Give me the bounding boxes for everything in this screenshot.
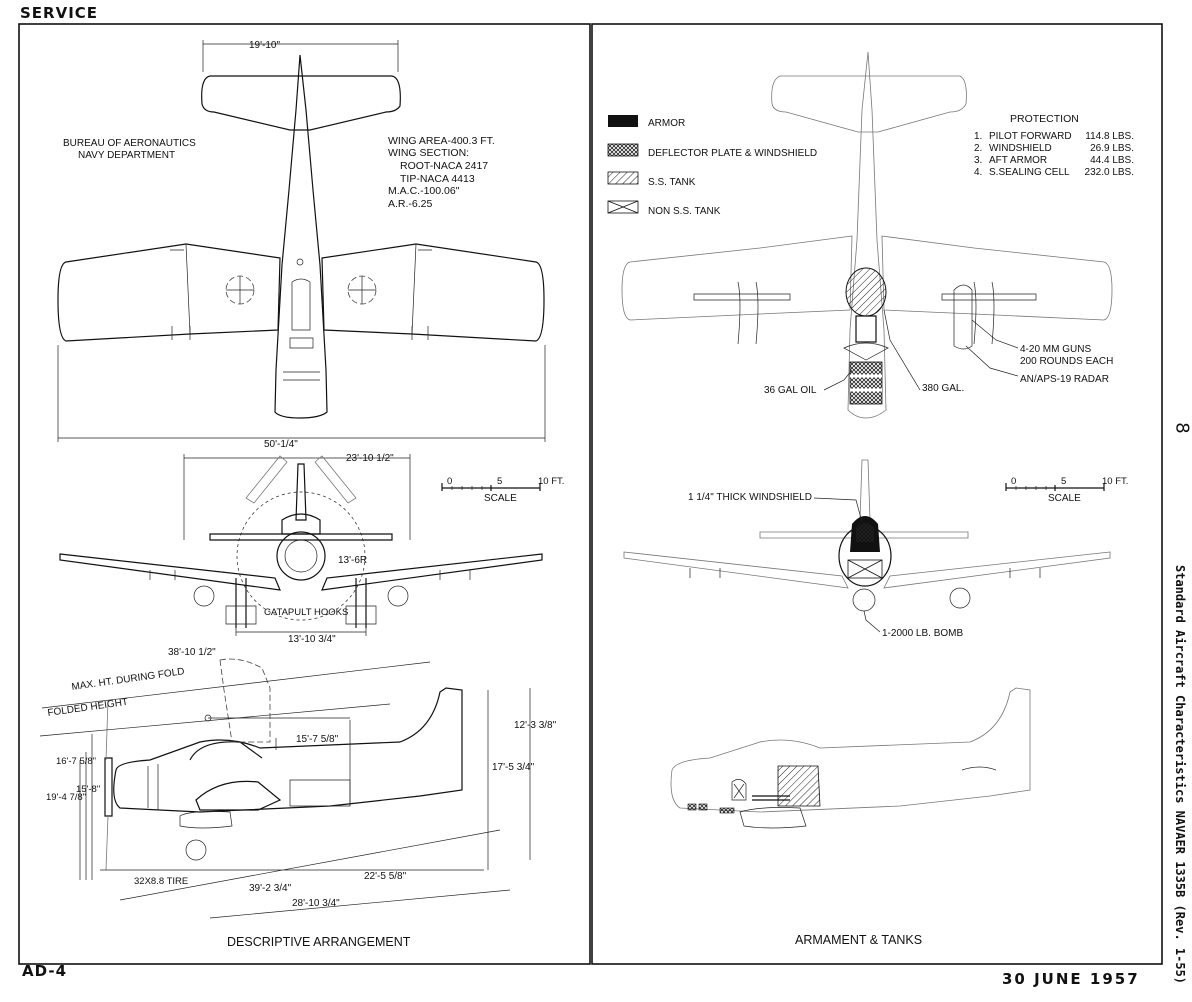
max-height-fold-label: MAX. HT. DURING FOLD [71, 666, 185, 693]
legend-label-armor: ARMOR [648, 118, 685, 129]
left-side-view [39, 658, 531, 919]
protection-table: PROTECTION 1. PILOT FORWARD 114.8 LBS. 2… [974, 113, 1134, 178]
left-top-view [57, 40, 546, 442]
tread-dim: 13'-10 3/4" [288, 634, 336, 645]
right-side-view [670, 687, 1031, 829]
right-front-view [623, 459, 1111, 633]
right-panel-title: ARMAMENT & TANKS [795, 933, 922, 947]
windshield-callout: 1 1/4" THICK WINDSHIELD [688, 492, 812, 503]
tail-span-dim: 19'-10" [249, 40, 280, 51]
service-header: SERVICE [20, 4, 99, 22]
protection-num-1: 1. [974, 131, 982, 142]
bureau-line-1: BUREAU OF AERONAUTICS [63, 138, 196, 149]
legend-label-ss-tank: S.S. TANK [648, 177, 696, 188]
protection-item-3: AFT ARMOR [989, 155, 1047, 166]
folded-height-label: FOLDED HEIGHT [47, 697, 129, 719]
protection-title: PROTECTION [1010, 113, 1079, 125]
wing-area: WING AREA-400.3 FT. [388, 135, 495, 147]
height-dim-6: 12'-3 3/8" [514, 720, 557, 731]
oil-callout: 36 GAL OIL [764, 385, 817, 396]
protection-weight-2: 26.9 LBS. [1090, 143, 1134, 154]
wing-mac: M.A.C.-100.06" [388, 185, 460, 197]
side-reference-label: Standard Aircraft Characteristics NAVAER… [1173, 565, 1187, 985]
length-dim-3: 22'-5 5/8" [364, 871, 407, 882]
length-dim-4: 28'-10 3/4" [292, 898, 340, 909]
wing-tip: TIP-NACA 4413 [400, 173, 475, 185]
bureau-line-2: NAVY DEPARTMENT [78, 150, 175, 161]
length-dim: 38'-10 1/2" [168, 647, 216, 658]
left-scale [441, 483, 541, 491]
height-dim-5: 17'-5 3/4" [492, 762, 535, 773]
span-dim: 50'-1/4" [264, 439, 298, 450]
right-scale [1005, 483, 1105, 491]
right-scale-tick-5: 5 [1061, 476, 1066, 487]
protection-num-4: 4. [974, 167, 982, 178]
left-panel-border [18, 23, 591, 965]
side-label-area: Standard Aircraft Characteristics NAVAER… [1165, 565, 1192, 985]
protection-num-3: 3. [974, 155, 982, 166]
fuel-callout: 380 GAL. [922, 383, 964, 394]
wing-ar: A.R.-6.25 [388, 198, 433, 210]
protection-item-2: WINDSHIELD [989, 143, 1052, 154]
right-top-view [621, 51, 1113, 419]
rounds-callout: 200 ROUNDS EACH [1020, 356, 1113, 367]
protection-num-2: 2. [974, 143, 982, 154]
wing-specs: WING AREA-400.3 FT. WING SECTION: ROOT-N… [388, 135, 495, 210]
tire-label: 32X8.8 TIRE [134, 876, 188, 887]
height-dim-4: 15'-8" [76, 784, 100, 795]
guns-callout: 4-20 MM GUNS [1020, 344, 1091, 355]
length-dim-2: 39'-2 3/4" [249, 883, 292, 894]
fold-height-dim: 15'-7 5/8" [296, 734, 339, 745]
folded-span-dim: 23'-10 1/2" [346, 453, 394, 464]
radar-callout: AN/APS-19 RADAR [1020, 374, 1109, 385]
protection-weight-1: 114.8 LBS. [1085, 131, 1134, 142]
protection-item-1: PILOT FORWARD [989, 131, 1072, 142]
legend-swatch-non-ss-tank [607, 200, 639, 214]
right-scale-tick-0: 0 [1011, 476, 1016, 487]
wing-root: ROOT-NACA 2417 [400, 160, 488, 172]
right-scale-tick-10: 10 FT. [1102, 476, 1128, 487]
model-label: AD-4 [22, 962, 68, 980]
legend-label-deflector: DEFLECTOR PLATE & WINDSHIELD [648, 148, 817, 159]
protection-weight-4: 232.0 LBS. [1085, 167, 1134, 178]
prop-radius-dim: 13'-6R [338, 555, 367, 566]
protection-weight-3: 44.4 LBS. [1090, 155, 1134, 166]
catapult-hooks-label: CATAPULT HOOKS [264, 607, 348, 618]
left-front-view [59, 454, 543, 636]
legend-swatch-ss-tank [607, 171, 639, 185]
left-scale-label: SCALE [484, 493, 517, 504]
legend [607, 115, 639, 214]
legend-label-non-ss-tank: NON S.S. TANK [648, 206, 721, 217]
left-scale-tick-0: 0 [447, 476, 452, 487]
left-panel-title: DESCRIPTIVE ARRANGEMENT [227, 935, 411, 949]
height-dim-3: 19'-4 7/8" [46, 792, 86, 803]
right-scale-label: SCALE [1048, 493, 1081, 504]
right-panel-border [591, 23, 1163, 965]
date-label: 30 JUNE 1957 [1002, 970, 1140, 988]
left-scale-tick-10: 10 FT. [538, 476, 564, 487]
bomb-callout: 1-2000 LB. BOMB [882, 628, 963, 639]
wing-section: WING SECTION: [388, 147, 469, 159]
legend-swatch-deflector [607, 143, 639, 157]
left-scale-tick-5: 5 [497, 476, 502, 487]
protection-item-4: S.SEALING CELL [989, 167, 1070, 178]
legend-swatch-armor [608, 115, 638, 127]
height-dim-2: 16'-7 5/8" [56, 756, 96, 767]
